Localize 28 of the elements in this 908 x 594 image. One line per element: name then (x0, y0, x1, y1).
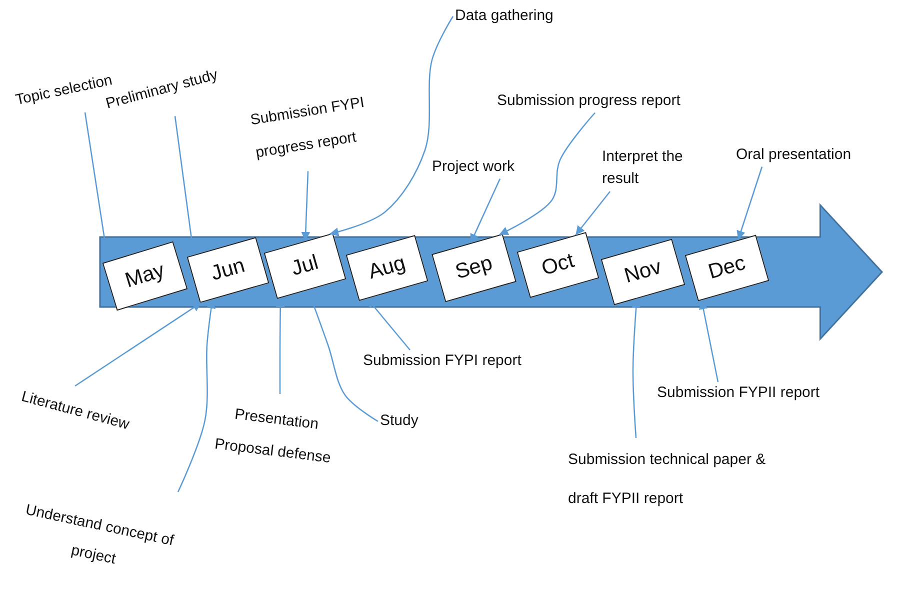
arrow (470, 178, 501, 244)
milestone-label: Submission technical paper & draft FYPII report (568, 440, 783, 518)
milestone-label: Presentation Proposal defense (206, 396, 344, 474)
arrow (366, 298, 410, 350)
milestone-label: Submission FYPI report (363, 352, 522, 371)
milestone-label: Literature review (19, 388, 132, 435)
arrow (329, 16, 454, 236)
arrow (498, 112, 596, 236)
arrow (301, 171, 310, 241)
milestone-label: Submission FYPII report (657, 384, 820, 403)
arrow (174, 116, 197, 255)
milestone-label: Submission FYPI progress report (248, 78, 416, 170)
milestone-label: Interpret the result (602, 146, 684, 190)
arrow (575, 191, 610, 236)
arrow (74, 302, 202, 387)
milestone-label: Study (380, 412, 418, 431)
milestone-label: Project work (432, 158, 515, 177)
arrow (307, 290, 378, 422)
arrow (276, 298, 285, 394)
milestone-label: Submission progress report (497, 92, 680, 111)
arrow (632, 298, 641, 438)
timeline-arrow (100, 205, 882, 339)
arrow (177, 299, 216, 492)
arrow (736, 166, 763, 240)
milestone-label: Data gathering (455, 7, 554, 26)
arrow (698, 300, 719, 382)
arrow (84, 112, 112, 262)
milestone-label: Oral presentation (736, 146, 852, 165)
